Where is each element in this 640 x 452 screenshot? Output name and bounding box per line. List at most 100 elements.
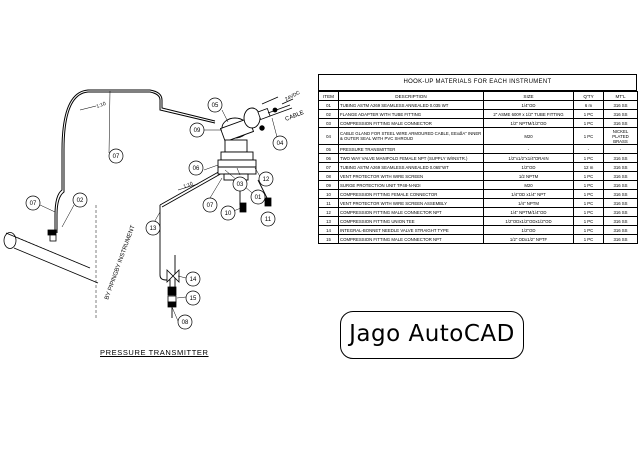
cell-size: 1/2"OD (483, 225, 574, 235)
cell-desc: COMPRESSION FITTING UNION TEE (338, 216, 484, 226)
callout-07-top: 07 (108, 148, 124, 164)
cell-qty: 12 m (573, 162, 604, 172)
cell-item: 01 (318, 100, 339, 110)
slope-label-top: 1:10 (96, 101, 107, 110)
cell-size: 1/2"OD (483, 162, 574, 172)
drawing-title: PRESSURE TRANSMITTER (100, 348, 209, 357)
cell-item: 02 (318, 109, 339, 119)
cell-size: 1/2" ODx1/2" NPTF (483, 234, 574, 244)
cell-qty: 1 PC (573, 127, 604, 145)
impulse-tubing (54, 89, 216, 233)
cell-mtl: 316 SS (603, 225, 638, 235)
callout-15: 15 (185, 290, 201, 306)
cell-qty: 1 PC (573, 234, 604, 244)
cell-qty: 1 PC (573, 171, 604, 181)
cell-item: 15 (318, 234, 339, 244)
cell-desc: VENT PROTECTOR WITH WIRE SCREEN (338, 171, 484, 181)
process-pipe (3, 232, 99, 284)
cell-mtl: 316 SS (603, 118, 638, 128)
callout-06: 06 (188, 160, 204, 176)
callout-14: 14 (185, 271, 201, 287)
callout-08: 08 (177, 314, 193, 330)
cell-item: 14 (318, 225, 339, 235)
svg-text:03: 03 (237, 182, 244, 188)
cell-item: 12 (318, 207, 339, 217)
cell-size: M20 (483, 127, 574, 145)
cell-mtl: 316 SS (603, 109, 638, 119)
callout-12: 12 (258, 171, 274, 187)
materials-table: HOOK-UP MATERIALS FOR EACH INSTRUMENT IT… (318, 74, 638, 244)
cell-qty: 1 PC (573, 207, 604, 217)
materials-table-title: HOOK-UP MATERIALS FOR EACH INSTRUMENT (318, 74, 637, 91)
svg-text:01: 01 (255, 195, 262, 201)
cell-qty: 6 m (573, 100, 604, 110)
callout-07-pipe: 07 (25, 195, 41, 211)
callout-10: 10 (220, 205, 236, 221)
svg-text:11: 11 (265, 217, 272, 223)
cable-gland-and-cable (257, 96, 294, 131)
svg-text:13: 13 (150, 226, 157, 232)
cell-desc: COMPRESSION FITTING MALE CONNECTOR (338, 118, 484, 128)
cell-size: M20 (483, 180, 574, 190)
cable-label: CABLE (285, 110, 306, 123)
power-supply-label: 24VDC (284, 90, 301, 103)
svg-text:05: 05 (212, 103, 219, 109)
cell-qty: 1 PC (573, 198, 604, 208)
col-item: ITEM (318, 91, 339, 101)
cell-size: 2" ASME 600# x 1/2" TUBE FITTING (483, 109, 574, 119)
cell-size: 1/4" NPTM/1/4"OD (483, 207, 574, 217)
cell-size: - (483, 144, 574, 154)
col-qty: Q'TY (573, 91, 604, 101)
col-description: DESCRIPTION (338, 91, 484, 101)
cell-mtl: 316 SS (603, 216, 638, 226)
cell-desc: COMPRESSION FITTING MALE CONNECTOR NPT (338, 207, 484, 217)
cell-item: 11 (318, 198, 339, 208)
col-material: MT'L (603, 91, 638, 101)
cell-item: 06 (318, 153, 339, 163)
cell-item: 13 (318, 216, 339, 226)
cell-mtl: 316 SS (603, 171, 638, 181)
slope-indicators (79, 105, 199, 191)
cell-item: 04 (318, 127, 339, 145)
cell-qty: 1 PC (573, 189, 604, 199)
cell-size: 1/4" NPTM (483, 198, 574, 208)
cell-mtl: 316 SS (603, 180, 638, 190)
cell-mtl: 316 SS (603, 162, 638, 172)
cell-size: 1/2"ODx1/2"ODx1/2"OD (483, 216, 574, 226)
cell-mtl: 316 SS (603, 207, 638, 217)
cell-desc: CABLE GLAND FOR STEEL WIRE ARMOURED CABL… (338, 127, 484, 145)
cell-item: 08 (318, 171, 339, 181)
svg-text:06: 06 (193, 166, 200, 172)
cell-qty: 1 PC (573, 216, 604, 226)
cell-desc: COMPRESSION FITTING FEMALE CONNECTOR (338, 189, 484, 199)
cell-item: 05 (318, 144, 339, 154)
cell-qty: - (573, 144, 604, 154)
cell-desc: COMPRESSION FITTING MALE CONNECTOR NPT (338, 234, 484, 244)
callout-07-manifold: 07 (202, 197, 218, 213)
slope-label-manifold: 1:10 (183, 181, 194, 190)
cell-desc: FLANGE ADAPTER WITH TUBE FITTING (338, 109, 484, 119)
cell-desc: INTEGRAL-BONNET NEEDLE VALVE STRAIGHT TY… (338, 225, 484, 235)
callout-05: 05 (207, 97, 223, 113)
cell-mtl: 316 SS (603, 100, 638, 110)
col-size: SIZE (483, 91, 574, 101)
cell-qty: 1 PC (573, 109, 604, 119)
cell-size: 1/4"OD (483, 100, 574, 110)
svg-text:09: 09 (194, 128, 201, 134)
svg-text:10: 10 (225, 211, 232, 217)
callout-09: 09 (189, 122, 205, 138)
cell-qty: 1 PC (573, 180, 604, 190)
cell-mtl: 316 SS (603, 189, 638, 199)
by-instrument-note: BY INSTRUMENT (114, 224, 136, 272)
materials-table-header: ITEM DESCRIPTION SIZE Q'TY MT'L (318, 91, 638, 101)
cell-size: 1/2" NPTM/1/2"OD (483, 118, 574, 128)
